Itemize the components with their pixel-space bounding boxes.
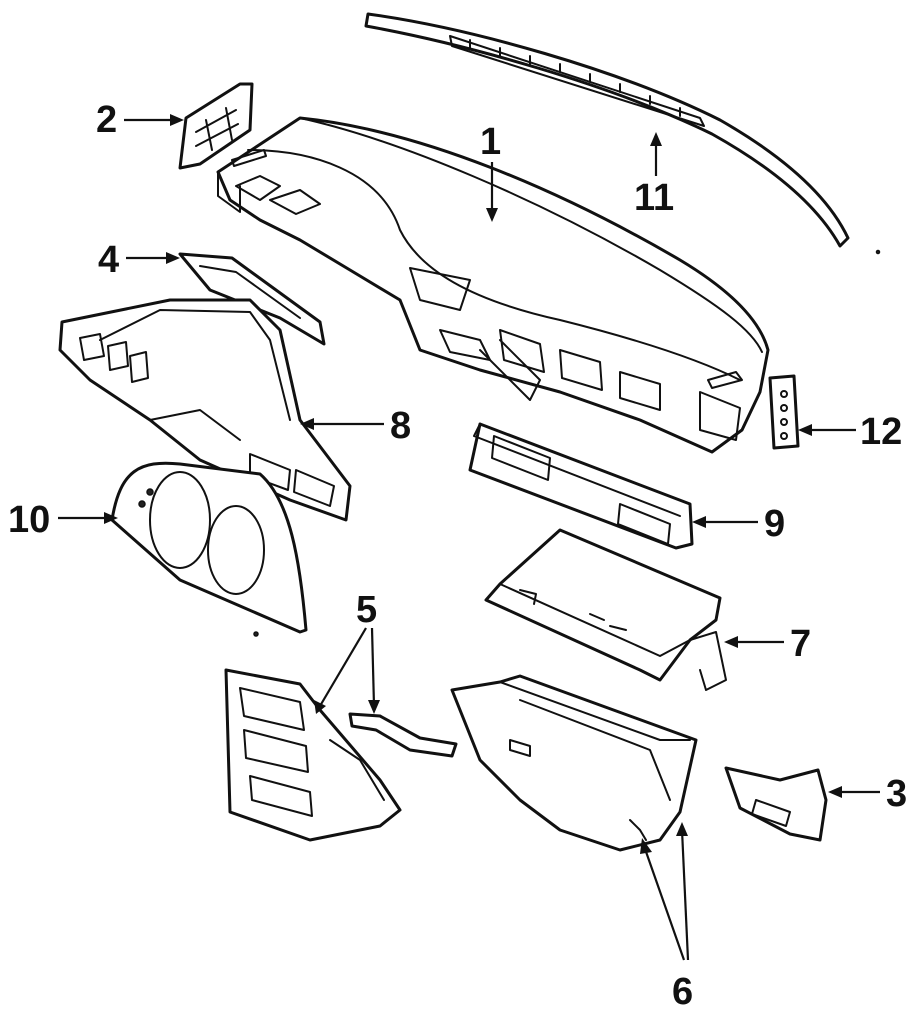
callout-10: 10 <box>8 499 50 541</box>
part-12-switch-plate <box>768 374 800 450</box>
stray-mark <box>875 249 881 255</box>
callout-6: 6 <box>672 971 693 1013</box>
callout-2: 2 <box>96 99 117 141</box>
leader-lines <box>58 114 880 961</box>
callout-labels: 1 2 3 4 5 6 7 8 9 10 11 12 <box>8 99 907 1013</box>
part-1-instrument-panel <box>216 116 770 454</box>
part-9-trim-strip <box>468 422 694 550</box>
callout-1: 1 <box>480 121 501 163</box>
callout-4: 4 <box>98 239 119 281</box>
part-8-cluster-bezel <box>58 298 352 522</box>
part-6-glove-box-door <box>450 674 698 852</box>
part-3-end-panel <box>724 766 828 842</box>
callout-11: 11 <box>634 177 674 219</box>
callout-7: 7 <box>790 623 811 665</box>
part-10-cluster-lens <box>110 461 308 634</box>
part-5-mounting-bracket <box>224 668 402 842</box>
callout-3: 3 <box>886 773 907 815</box>
part-5-small-bracket <box>348 712 458 758</box>
part-2-bracket <box>178 82 254 170</box>
callout-9: 9 <box>764 503 785 545</box>
stray-mark <box>253 631 259 637</box>
callout-12: 12 <box>860 411 902 453</box>
part-11-defroster-trim <box>364 12 850 248</box>
callout-8: 8 <box>390 405 411 447</box>
callout-5: 5 <box>356 589 377 631</box>
part-7-glove-box-bin <box>484 528 727 691</box>
part-4-panel <box>178 252 326 346</box>
